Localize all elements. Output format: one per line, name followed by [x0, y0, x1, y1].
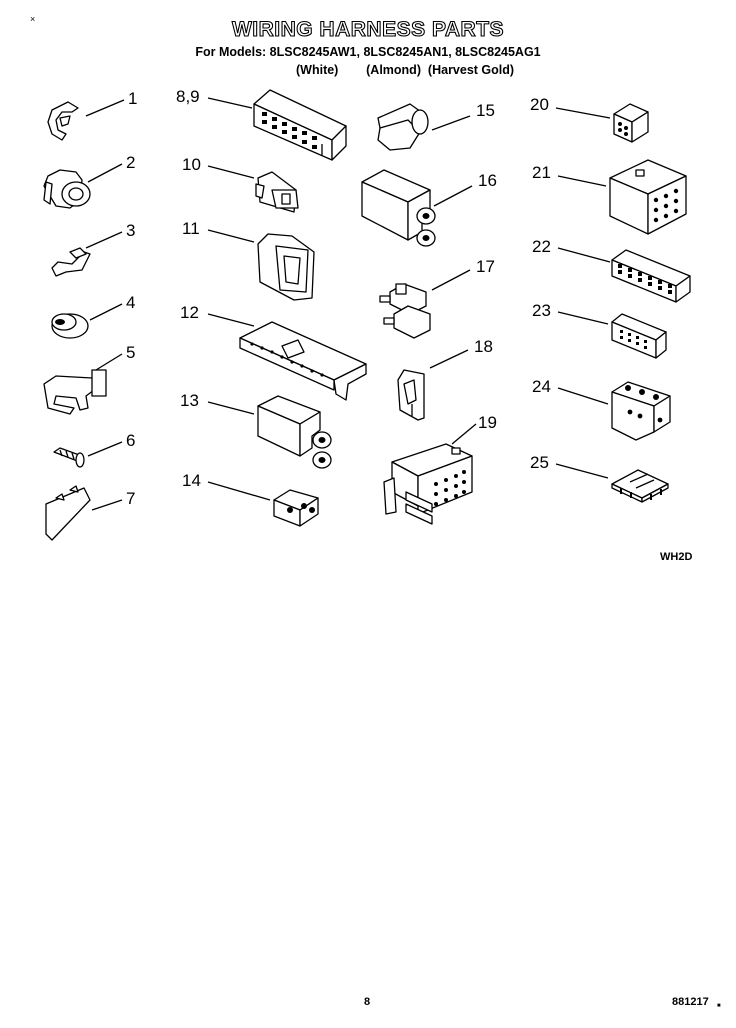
- part-20-cube-connector: [613, 103, 649, 143]
- part-25-board: [611, 469, 669, 503]
- part-12-strip-connector: [239, 321, 367, 401]
- label-17: 17: [476, 257, 495, 276]
- label-8-9: 8,9: [176, 87, 200, 106]
- label-23: 23: [532, 301, 551, 320]
- leader-3: [85, 231, 123, 249]
- leader-10: [207, 165, 255, 179]
- leader-8-9: [207, 97, 253, 109]
- part-16-plug: [361, 169, 436, 247]
- leader-21: [557, 175, 607, 187]
- label-18: 18: [474, 337, 493, 356]
- label-12: 12: [180, 303, 199, 322]
- part-6-screw: [53, 447, 85, 468]
- part-23-flat-connector: [611, 313, 667, 359]
- page-number: 8: [364, 996, 371, 1008]
- leader-24: [557, 387, 609, 405]
- leader-13: [207, 401, 255, 415]
- part-17-dual-connector: [379, 283, 431, 339]
- part-5-cable-clamp: [43, 369, 107, 415]
- label-13: 13: [180, 391, 199, 410]
- leader-7: [91, 499, 123, 511]
- leader-25: [555, 463, 609, 479]
- leader-4: [89, 303, 123, 321]
- label-2: 2: [126, 153, 135, 172]
- label-5: 5: [126, 343, 135, 362]
- part-18-terminal: [397, 369, 425, 421]
- models-line: For Models: 8LSC8245AW1, 8LSC8245AN1, 8L…: [195, 45, 541, 59]
- leader-12: [207, 313, 255, 327]
- leader-1: [85, 99, 125, 117]
- label-20: 20: [530, 95, 549, 114]
- part-2-strain-relief: [43, 169, 91, 209]
- leader-11: [207, 229, 255, 243]
- part-11-plug: [257, 233, 315, 301]
- part-3-wire-tie: [51, 247, 91, 277]
- part-10-connector: [255, 171, 299, 213]
- part-22-header: [611, 249, 691, 303]
- label-25: 25: [530, 453, 549, 472]
- label-16: 16: [478, 171, 497, 190]
- label-3: 3: [126, 221, 135, 240]
- part-15-terminal: [377, 103, 429, 151]
- leader-17: [431, 269, 471, 291]
- label-24: 24: [532, 377, 551, 396]
- diagram-code: WH2D: [660, 551, 692, 563]
- leader-5: [95, 353, 123, 371]
- leader-18: [429, 349, 469, 369]
- label-4: 4: [126, 293, 135, 312]
- part-14-housing: [273, 489, 319, 527]
- label-11: 11: [182, 219, 200, 238]
- doc-number: 881217: [672, 996, 709, 1008]
- leader-20: [555, 107, 611, 119]
- leader-14: [207, 481, 271, 501]
- leader-19: [451, 423, 477, 445]
- leader-22: [557, 247, 611, 263]
- label-10: 10: [182, 155, 201, 174]
- part-19-multi-connector: [383, 443, 473, 525]
- part-13-plug: [257, 395, 332, 469]
- colors-line: (White) (Almond) (Harvest Gold): [296, 63, 515, 77]
- label-21: 21: [532, 163, 551, 182]
- leader-6: [87, 441, 123, 457]
- label-6: 6: [126, 431, 135, 450]
- label-15: 15: [476, 101, 495, 120]
- label-7: 7: [126, 489, 135, 508]
- part-1-clip: [47, 101, 79, 141]
- page-title: WIRING HARNESS PARTS: [231, 17, 505, 41]
- leader-2: [87, 163, 123, 183]
- leader-16: [433, 185, 473, 207]
- label-22: 22: [532, 237, 551, 256]
- corner-mark: ×: [30, 14, 36, 24]
- part-7-tab: [45, 485, 91, 541]
- label-14: 14: [182, 471, 201, 490]
- part-24-stepped-connector: [611, 381, 671, 441]
- leader-23: [557, 311, 609, 325]
- part-21-box-connector: [609, 159, 687, 235]
- part-4-grommet: [51, 313, 89, 339]
- end-mark: ■: [717, 1003, 721, 1009]
- label-1: 1: [128, 89, 137, 108]
- leader-15: [431, 115, 471, 131]
- label-19: 19: [478, 413, 497, 432]
- part-8-9-connector: [253, 89, 347, 161]
